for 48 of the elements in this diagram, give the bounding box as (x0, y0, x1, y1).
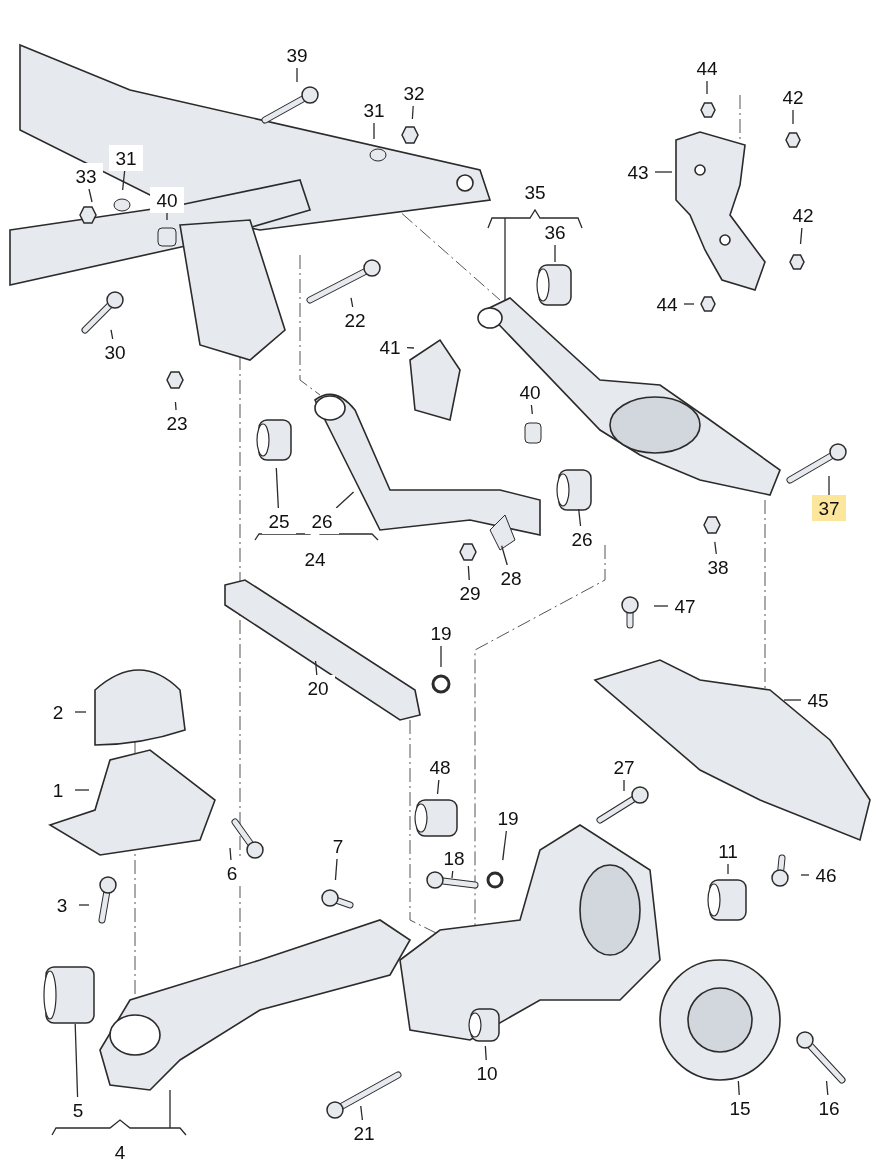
leader-line (502, 830, 508, 861)
leader-line (229, 847, 232, 861)
leader-line (166, 212, 168, 221)
leader-line (828, 475, 830, 496)
leader-line (406, 347, 415, 349)
callout-number: 26 (305, 508, 339, 534)
leader-line (334, 858, 338, 881)
leader-line (335, 491, 355, 509)
leader-line (121, 170, 126, 191)
leader-line (440, 645, 442, 668)
leader-line (800, 874, 810, 876)
leader-line (467, 565, 470, 581)
leader-line (74, 711, 87, 713)
leader-line (436, 779, 440, 795)
leader-line (714, 541, 717, 555)
leader-line (74, 1023, 79, 1098)
leader-line (314, 660, 318, 676)
leader-line (74, 789, 90, 791)
leader-line (683, 303, 695, 305)
leader-line (275, 467, 279, 509)
leader-line (578, 508, 582, 527)
leader-line (373, 122, 375, 140)
leader-line (825, 1080, 829, 1096)
leader-line (554, 244, 556, 263)
leader-line (737, 1080, 740, 1096)
leader-line (792, 109, 794, 125)
leader-line (411, 105, 414, 120)
leader-line (451, 870, 454, 879)
leader-line (296, 67, 298, 83)
callout-number: 37 (812, 495, 846, 521)
leader-line (501, 545, 508, 566)
leader-line (350, 297, 354, 308)
leader-line (727, 863, 729, 875)
callout-number: 40 (150, 187, 184, 213)
leader-line (653, 605, 669, 607)
leader-line (706, 80, 708, 95)
leader-line (799, 227, 803, 245)
leader-line (174, 401, 177, 411)
leader-line (360, 1105, 364, 1121)
leader-line (654, 171, 673, 173)
leader-line (484, 1045, 487, 1061)
callout-number: 31 (109, 145, 143, 171)
leader-line (530, 404, 533, 415)
leader-line (783, 699, 802, 701)
leader-line (110, 329, 114, 340)
leader-line (623, 779, 625, 792)
leader-line (78, 904, 90, 906)
leader-line (88, 188, 93, 203)
